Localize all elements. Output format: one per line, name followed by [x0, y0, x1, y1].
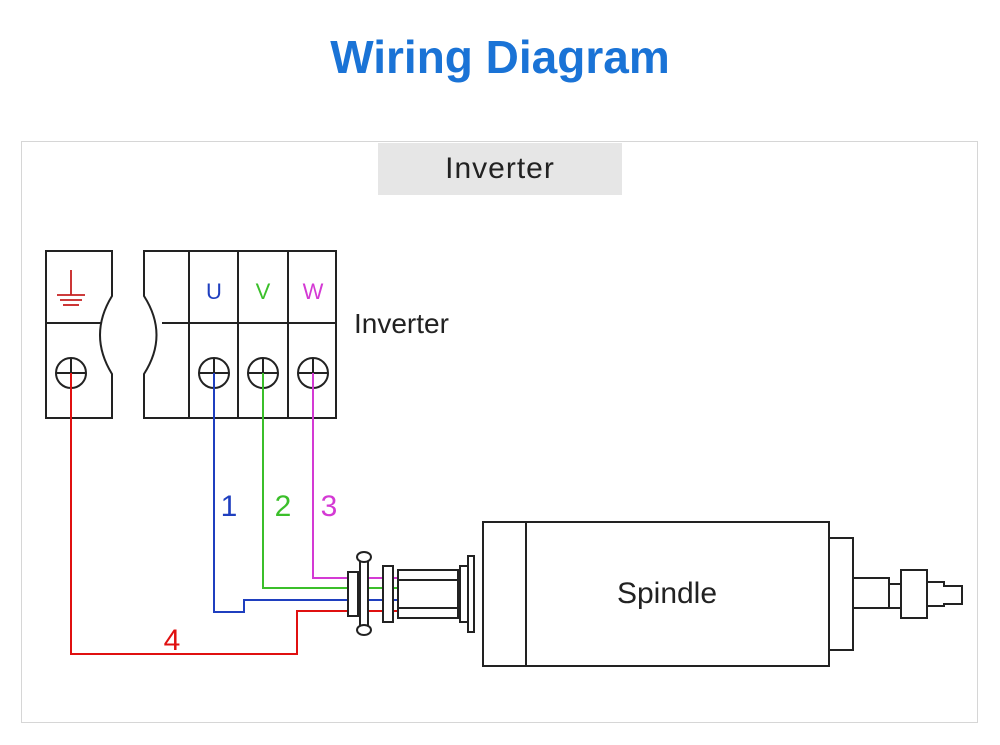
inverter-banner: Inverter [378, 143, 622, 195]
spindle-body [482, 521, 854, 667]
inverter-side-label: Inverter [354, 308, 449, 339]
spindle-shaft [852, 569, 963, 619]
terminal-v-label: V [256, 279, 271, 304]
wire-2-number: 2 [275, 490, 292, 523]
diagram-frame [21, 141, 978, 723]
ground-symbol-icon [57, 270, 85, 306]
spindle-label: Spindle [617, 577, 717, 610]
ground-terminal-block [45, 250, 113, 419]
terminal-u-label: U [206, 279, 222, 304]
uvw-terminal-block [143, 250, 337, 419]
wire-1-number: 1 [221, 490, 238, 523]
wire-3-number: 3 [321, 490, 338, 523]
wire-4-number: 4 [164, 624, 181, 657]
page-title: Wiring Diagram [330, 31, 670, 83]
cable-connector [347, 551, 475, 636]
wire-2-v [262, 373, 460, 589]
wire-1-u [213, 373, 460, 613]
terminal-w-label: W [303, 279, 324, 304]
